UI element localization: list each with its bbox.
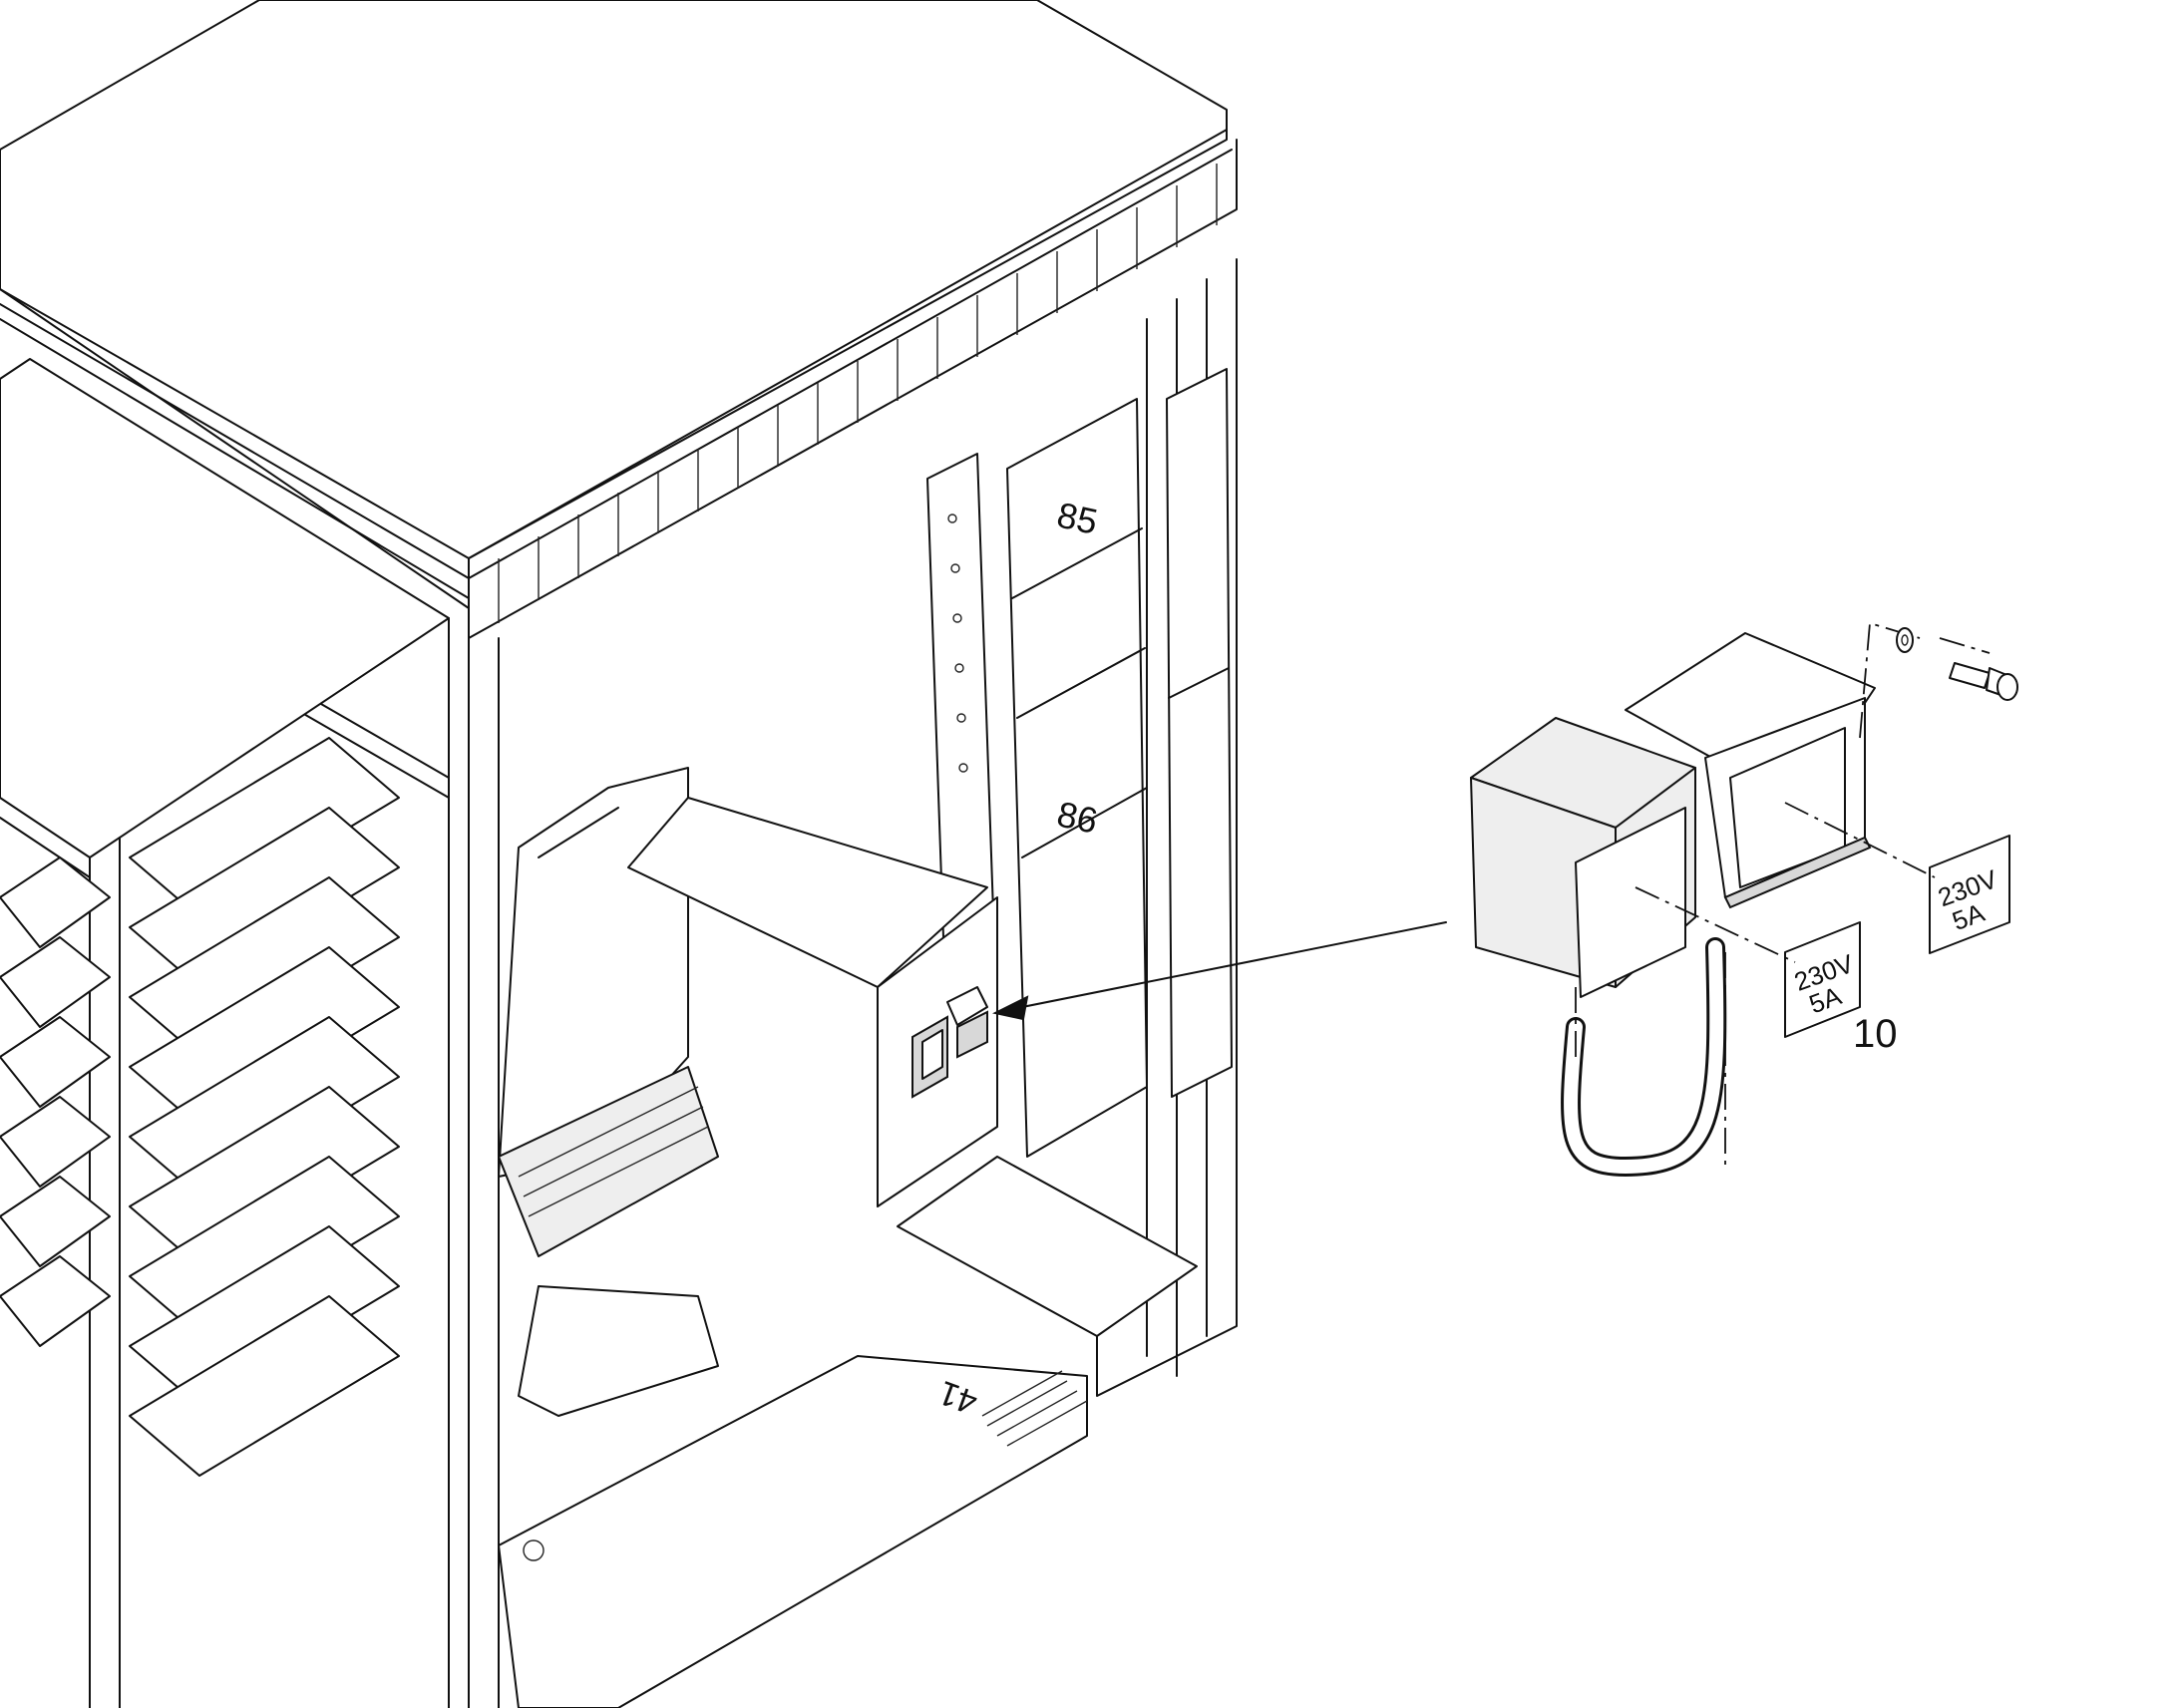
rating-plate-rear: 230V 5A [1929, 835, 2010, 954]
exploded-detail: 230V 5A 230V 5A [1470, 621, 2018, 1178]
console-socket [911, 986, 988, 1099]
leader-arrow [992, 921, 1447, 1021]
panel-mark-86: 86 [1053, 793, 1101, 841]
floor-drain [523, 1539, 545, 1561]
screw [1949, 662, 2018, 701]
rating-plate-front: 230V 5A [1784, 921, 1861, 1038]
louvred-door [0, 358, 450, 1708]
panel-mark-85: 85 [1053, 494, 1101, 541]
floor-grating [981, 1370, 1088, 1447]
front-cover-window [1575, 807, 1686, 998]
louvre-slats [0, 737, 400, 1477]
side-panels: 85 86 [926, 368, 1233, 1158]
socket-cover-rear [1625, 632, 1876, 909]
perforation-holes [947, 513, 968, 773]
socket-cover-front [1470, 717, 1696, 998]
roof-vent-slots [468, 139, 1238, 639]
cabin-floor: 41 [498, 1156, 1238, 1708]
callout-number: 10 [1853, 1012, 1898, 1056]
cabin-roof [0, 0, 1238, 639]
side-console [627, 797, 998, 1207]
washer [1896, 627, 1914, 653]
